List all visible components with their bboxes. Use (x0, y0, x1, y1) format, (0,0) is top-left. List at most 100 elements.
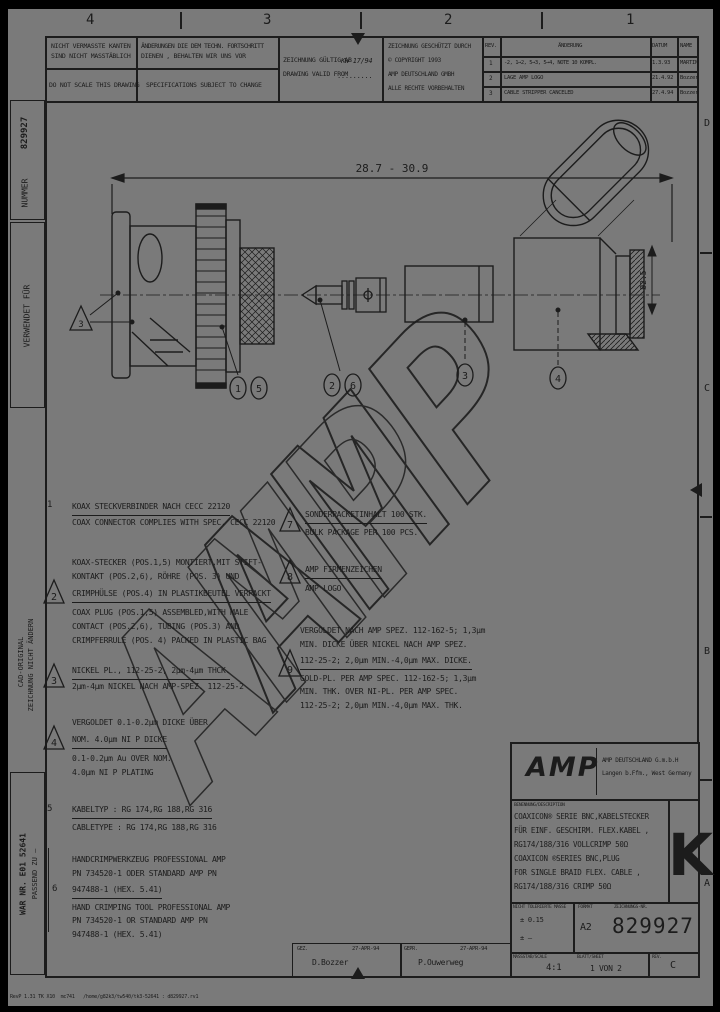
format-value: A2 (580, 922, 592, 933)
balloon-numbers: 1 5 2 6 3 4 (235, 371, 561, 395)
rev-row-name: Bozzer (680, 75, 699, 81)
cad-original-vertical: CAD-ORIGINAL (17, 636, 25, 688)
note-no-scale-de1: NICHT VERMASSTE KANTEN (51, 42, 131, 50)
valid-from-value: KW 17/94 (341, 57, 373, 65)
header-divider (278, 36, 280, 102)
note-2-en1: COAX PLUG (POS.1,5) ASSEMBLED,WITH MALE (72, 608, 249, 617)
note-5-en: CABLETYPE : RG 174,RG 188,RG 316 (72, 823, 217, 832)
svg-text:2: 2 (51, 592, 57, 603)
rev-row: 2 (489, 75, 493, 82)
rev-row-change: LAGE AMP LOGO (504, 75, 544, 81)
note-7-de: SONDERPACKETINHALT 100 STK. (305, 508, 427, 524)
copyright-l2: © COPYRIGHT 1993 (388, 57, 441, 64)
note-8: AMP FIRMENZEICHEN AMP LOGO (305, 560, 382, 596)
rev-row: 3 (489, 90, 493, 97)
note-2-triangle: 2 (43, 578, 65, 604)
title-line (510, 902, 700, 904)
zone-tick (700, 252, 712, 254)
zone-right-D: D (704, 118, 710, 129)
note-9-de1: VERGOLDET NACH AMP SPEZ. 112-162-5; 1,3µ… (300, 626, 486, 635)
note-6-de3: 947488-1 (HEX. 5.41) (72, 883, 163, 899)
note-6-en2: PN 734520-1 OR STANDARD AMP PN (72, 916, 208, 925)
note-9: VERGOLDET NACH AMP SPEZ. 112-162-5; 1,3µ… (300, 624, 485, 712)
note-1-number: 1 (47, 500, 53, 510)
note-3-en: 2µm-4µm NICKEL NACH AMP-SPEZ. 112-25-2 (72, 682, 244, 691)
rev-divider (650, 36, 652, 102)
description-label: BENENNUNG/DESCRIPTION (514, 803, 565, 808)
note-changes-en: SPECIFICATIONS SUBJECT TO CHANGE (146, 81, 262, 89)
note-6-de2: PN 734520-1 ODER STANDARD AMP PN (72, 868, 217, 878)
scale-label: MASSSTAB/SCALE (513, 955, 547, 960)
note-8-de: AMP FIRMENZEICHEN (305, 563, 382, 579)
note-changes-de2: DIENEN , BEHALTEN WIR UNS VOR (141, 52, 246, 60)
valid-from-en: DRAWING VALID FROM (283, 70, 349, 78)
balloon-5: 5 (256, 384, 262, 395)
rev-row-name: MARTIN (680, 60, 699, 66)
note-5-de: KABELTYP : RG 174,RG 188,RG 316 (72, 803, 212, 819)
note-9-de2: MIN. DICKE ÜBER NICKEL NACH AMP SPEZ. (300, 639, 468, 649)
note-5-number: 5 (47, 804, 53, 814)
leader-lines (89, 290, 561, 376)
gez-label: GEZ. (297, 946, 308, 952)
zone-tick (700, 516, 712, 518)
note-6-number: 6 (52, 884, 58, 894)
title-line (510, 952, 700, 954)
rev-value: C (670, 960, 676, 971)
tolerance-label: NICHT TOLERIERTE MASSE (513, 905, 567, 910)
balloon-6: 6 (350, 381, 356, 392)
margin-number-box: 829927 NUMMER (10, 100, 45, 220)
rev-row-change: -2, 1→2, 5→3, 5→4, NOTE 10 KOMPL. (504, 60, 597, 66)
margin-used-for-box: VERWENDET FÜR (10, 222, 45, 408)
copyright-l4: ALLE RECHTE VORBEHALTEN (388, 85, 465, 92)
zone-top-1: 1 (626, 12, 635, 28)
rev-row: 1 (489, 60, 493, 67)
centering-mark-right-icon (690, 483, 702, 497)
note-1-en: COAX CONNECTOR COMPLIES WITH SPEC. CECC … (72, 518, 276, 527)
rev-row-date: 21.4.92 (652, 75, 674, 81)
triangle-marker-3: 3 (68, 304, 94, 331)
copyright-l3: AMP DEUTSCHLAND GMBH (388, 71, 455, 78)
svg-text:4: 4 (51, 738, 57, 749)
note-9-en3: 112-25-2; 2,0µm MIN.-4,0µm MAX. THK. (300, 700, 463, 710)
dwg-no-label: ZEICHNUNGS-NR. (614, 905, 648, 910)
desc-line-3: RG174/188/316 VOLLCRIMP 50Ω (514, 840, 628, 849)
desc-line-2: FÜR EINF. GESCHIRM. FLEX.KABEL , (514, 826, 649, 835)
title-divider (573, 902, 575, 952)
svg-text:7: 7 (287, 520, 293, 531)
desc-line-6: RG174/188/316 CRIMP 50Ω (514, 882, 611, 891)
note-9-en1: GOLD-PL. PER AMP SPEC. 112-162-5; 1,3µm (300, 673, 477, 683)
header-divider (382, 36, 384, 102)
note-4: VERGOLDET 0.1-0.2µm DICKE ÜBER NOM. 4.0µ… (72, 716, 208, 780)
zone-tick (180, 12, 182, 29)
sheet-label: BLATT/SHEET (577, 955, 604, 960)
rev-col-change: ÄNDERUNG (558, 43, 583, 49)
zone-top-4: 4 (86, 12, 95, 28)
svg-text:3: 3 (51, 676, 57, 687)
amp-logo: AMP (526, 752, 600, 783)
zone-right-C: C (704, 383, 710, 394)
rev-row-date: 1.3.93 (652, 60, 671, 66)
copyright-l1: ZEICHNUNG GESCHÜTZT DURCH (388, 43, 471, 50)
note-2-de3: CRIMPHÜLSE (POS.4) IN PLASTIKBEUTEL VERP… (72, 587, 271, 603)
balloon-2: 2 (329, 381, 335, 392)
drawing-number-vertical: 829927 (20, 116, 30, 150)
dia-dimension-text: Ø2.5 (638, 270, 648, 289)
svg-text:8: 8 (287, 572, 293, 583)
note-4-triangle: 4 (43, 724, 65, 750)
used-for-vertical: VERWENDET FÜR (22, 284, 32, 348)
note-1-de: KOAX STECKVERBINDER NACH CECC 22120 (72, 500, 230, 516)
number-label-vertical: NUMMER (20, 178, 30, 208)
rev-row-change: CABLE STRIPPER CANCELED (504, 90, 574, 96)
tolerance-value-2: ± – (520, 934, 532, 942)
desc-line-1: COAXICON® SERIE BNC,KABELSTECKER (514, 812, 649, 821)
sheet-value: 1 VON 2 (590, 964, 622, 973)
rev-col-rev: REV. (485, 43, 498, 49)
note-7: SONDERPACKETINHALT 100 STK. BULK PACKAGE… (305, 505, 427, 540)
note-2-de2: KONTAKT (POS.2,6), RÖHRE (POS. 3) UND (72, 572, 240, 581)
svg-text:3: 3 (78, 320, 83, 330)
logo-divider (596, 748, 598, 795)
balloon-callouts (229, 363, 567, 400)
note-9-triangle: 9 (278, 648, 302, 677)
balloon-1: 1 (235, 384, 241, 395)
